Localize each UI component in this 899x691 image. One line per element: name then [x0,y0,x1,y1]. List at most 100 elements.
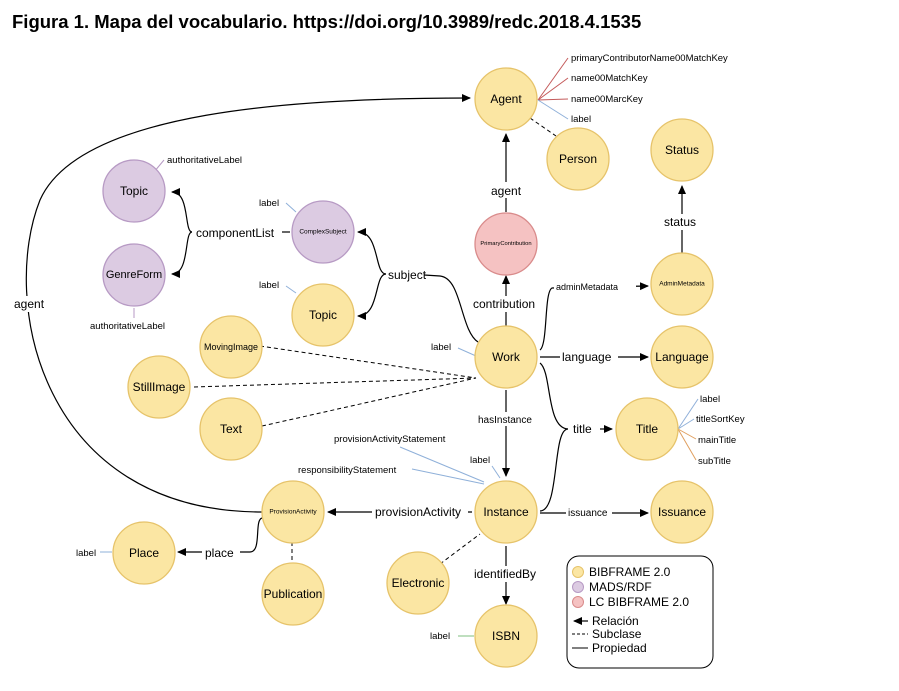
node-complexsubject: ComplexSubject [299,229,347,236]
legend-propiedad: Propiedad [592,641,647,655]
prop-title-1: label [700,394,720,405]
edge-subject-work [423,274,479,343]
node-language-circle [650,325,714,389]
node-isbn: ISBN [492,629,520,643]
edge-label-place: place [205,546,234,560]
edge-componentlist-down [171,231,193,278]
node-stillimage: StillImage [133,380,186,394]
edge-labels: agent agent status componentList subject… [12,182,702,582]
node-adminmetadata-circle [650,252,714,316]
node-provisionactivity: ProvisionActivity [269,509,317,516]
prop-line-instance-2 [411,468,485,485]
legend-item-1: MADS/RDF [589,580,652,594]
node-status: Status [665,143,699,157]
node-electronic: Electronic [392,576,445,590]
prop-agent-3: name00MarcKey [571,94,643,105]
edge-stillimage-subclass [193,377,477,388]
edge-subject-down [357,273,387,320]
node-labels: Agent Person Status Topic GenreForm Comp… [106,92,709,643]
legend-item-0: BIBFRAME 2.0 [589,565,671,579]
node-title: Title [636,422,659,436]
edge-label-issuance: issuance [568,508,608,519]
node-work: Work [492,350,521,364]
prop-title-3: mainTitle [698,435,736,446]
node-agent: Agent [490,92,522,106]
prop-line-title-3 [677,428,697,440]
prop-line-instance-1 [399,446,485,483]
node-text-circle [199,397,263,461]
edge-title-from-instance [539,428,569,512]
edge-person-subclass [529,117,557,137]
edge-label-agent-mid: agent [491,184,522,198]
edge-label-provisionactivity: provisionActivity [375,505,461,519]
property-labels: primaryContributorName00MatchKey name00M… [76,53,745,642]
node-text: Text [220,422,243,436]
legend-subclase: Subclase [592,627,642,641]
edge-label-title: title [573,422,592,436]
node-instance-circle [474,480,538,544]
edge-place [177,517,263,556]
figure-caption: Figura 1. Mapa del vocabulario. https://… [12,11,642,32]
node-topic-bf: Topic [309,308,337,322]
node-instance: Instance [483,505,529,519]
edge-text-subclass [261,377,477,427]
edge-electronic-subclass [439,533,481,565]
edge-label-contribution: contribution [473,297,535,311]
prop-genre-auth: authoritativeLabel [90,321,165,332]
edge-label-componentlist: componentList [196,226,275,240]
prop-line-agent-1 [537,57,569,101]
node-title-circle [615,397,679,461]
node-stillimage-circle [127,355,191,419]
prop-place-label: label [76,548,96,559]
node-topic-mads: Topic [120,184,148,198]
prop-line-work-label [457,347,477,357]
node-isbn-circle [474,604,538,668]
legend-item-2: LC BIBFRAME 2.0 [589,595,689,609]
edge-componentlist-up [171,188,193,233]
prop-instance-1: provisionActivityStatement [334,434,446,445]
subclass-edges [193,117,557,566]
prop-agent-2: name00MatchKey [571,73,648,84]
prop-complex-label: label [259,198,279,209]
edge-label-adminmetadata: adminMetadata [556,282,618,292]
prop-instance-2: responsibilityStatement [298,465,397,476]
prop-topic-label: label [259,280,279,291]
node-complexsubject-circle [291,200,355,264]
node-place-circle [112,521,176,585]
node-movingimage-circle [199,315,263,379]
prop-line-complex-label [285,202,297,213]
node-electronic-circle [386,551,450,615]
legend-swatch-0 [572,566,584,578]
node-publication: Publication [264,587,323,601]
prop-line-instance-3 [491,465,501,479]
edge-label-status: status [664,215,696,229]
prop-title-4: subTitle [698,456,731,467]
node-status-circle [650,118,714,182]
node-publication-circle [261,562,325,626]
prop-topic-auth: authoritativeLabel [167,155,242,166]
node-primarycontribution: PrimaryContribution [480,241,531,247]
node-place: Place [129,546,159,560]
edge-label-subject: subject [388,268,427,282]
edge-label-hasinstance: hasInstance [478,415,532,426]
prop-line-agent-3 [537,98,569,101]
node-topic-bf-circle [291,283,355,347]
node-work-circle [474,325,538,389]
prop-instance-3: label [470,455,490,466]
prop-title-2: titleSortKey [696,414,745,425]
edge-subject-up [357,228,387,275]
prop-agent-1: primaryContributorName00MatchKey [571,53,728,64]
legend-swatch-1 [572,581,584,593]
node-issuance-circle [650,480,714,544]
edge-title-from-work [539,362,569,430]
edge-label-identifiedby: identifiedBy [474,567,536,581]
node-issuance: Issuance [658,505,706,519]
node-language: Language [655,350,709,364]
node-genreform: GenreForm [106,269,162,281]
nodes [102,67,714,668]
legend-relacion: Relación [592,614,639,628]
node-primarycontribution-circle [474,212,538,276]
property-edges [100,57,699,637]
